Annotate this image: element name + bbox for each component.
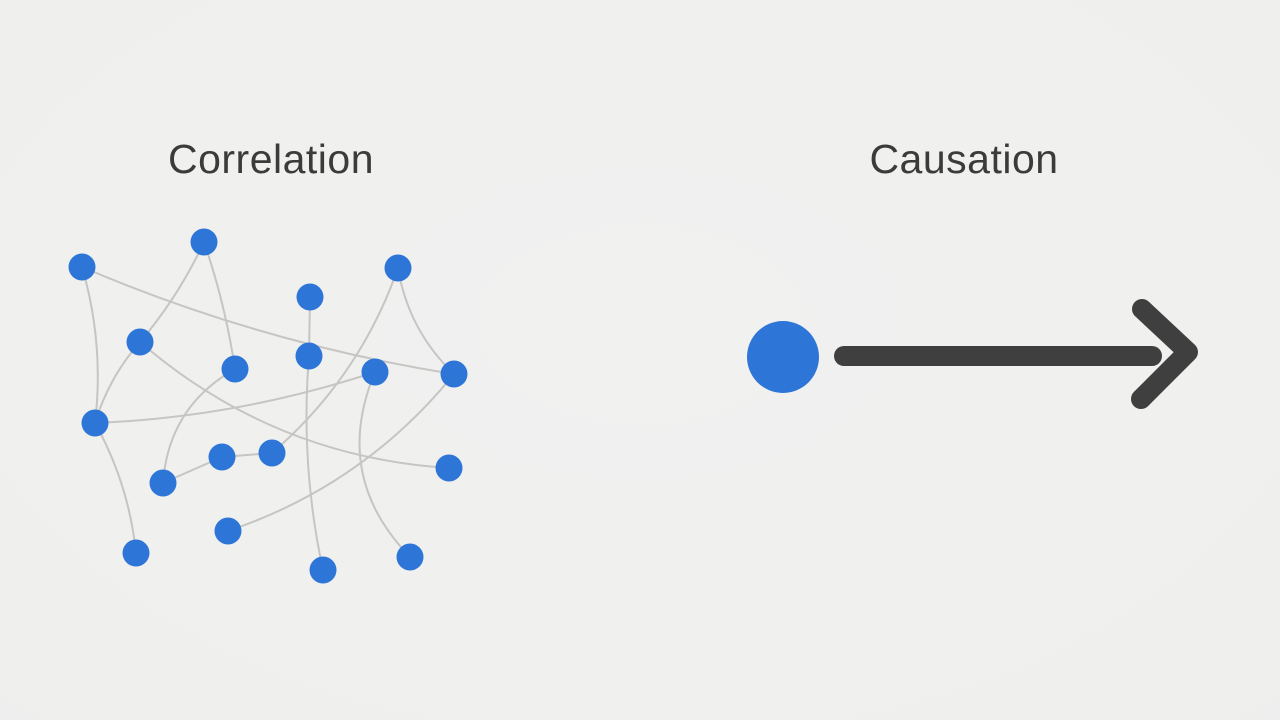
causation-figure: [747, 299, 1198, 409]
network-edge: [94, 371, 376, 424]
network-node: [361, 358, 389, 386]
network-node: [309, 556, 337, 584]
network-edge: [227, 373, 455, 532]
network-node: [396, 543, 424, 571]
network-edge: [94, 422, 137, 554]
network-node: [295, 342, 323, 370]
network-node: [190, 228, 218, 256]
network-node: [149, 469, 177, 497]
network-edge: [81, 266, 99, 424]
network-node: [440, 360, 468, 388]
causation-dot: [747, 321, 819, 393]
network-node: [214, 517, 242, 545]
network-node: [126, 328, 154, 356]
network-node: [81, 409, 109, 437]
network-node: [258, 439, 286, 467]
network-node: [122, 539, 150, 567]
network-node: [208, 443, 236, 471]
network-edge: [81, 266, 455, 375]
network-node: [68, 253, 96, 281]
network-edge: [139, 241, 205, 343]
causation-title: Causation: [869, 136, 1059, 182]
network-node: [296, 283, 324, 311]
network-node: [435, 454, 463, 482]
network-node: [384, 254, 412, 282]
network-edge: [305, 355, 324, 571]
network-edge: [139, 341, 450, 469]
network-edge: [358, 371, 411, 558]
network-edge: [397, 267, 455, 375]
network-node: [221, 355, 249, 383]
correlation-title: Correlation: [167, 136, 375, 182]
correlation-network-edges: [81, 241, 455, 571]
network-edge: [94, 341, 141, 424]
network-edge: [203, 241, 236, 370]
correlation-network-nodes: [68, 228, 468, 584]
causation-arrow-head: [1131, 299, 1198, 409]
